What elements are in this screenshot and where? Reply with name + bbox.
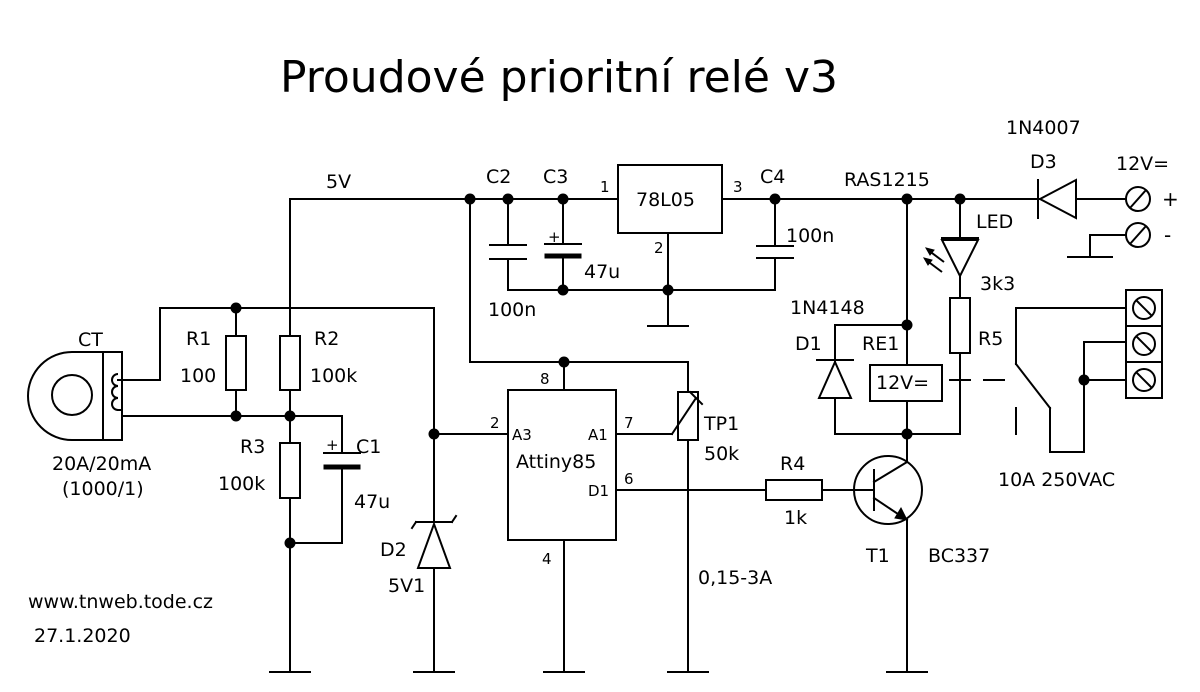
ct-ref: CT bbox=[78, 329, 103, 351]
regulator-pin-3: 3 bbox=[733, 178, 743, 196]
c2-symbol bbox=[489, 244, 527, 260]
d2-ref: D2 bbox=[380, 539, 407, 561]
r5-body bbox=[949, 297, 971, 354]
relay-ref: RE1 bbox=[862, 333, 899, 355]
attiny85-pin-8: 8 bbox=[540, 370, 550, 388]
svg-text:+: + bbox=[326, 436, 339, 454]
d1-value: 1N4148 bbox=[790, 297, 865, 319]
power-terminal-minus bbox=[1125, 222, 1151, 248]
d1-diode bbox=[816, 359, 854, 399]
c1-ref: C1 bbox=[356, 436, 381, 458]
c3-symbol: + bbox=[544, 228, 582, 259]
c4-symbol bbox=[756, 245, 794, 259]
tp1-value: 50k bbox=[704, 443, 739, 465]
website-text: www.tnweb.tode.cz bbox=[28, 591, 213, 613]
regulator-ref: 78L05 bbox=[636, 189, 695, 211]
attiny85-body bbox=[507, 389, 617, 541]
r3-value: 100k bbox=[218, 473, 265, 495]
led-ref: LED bbox=[976, 211, 1013, 233]
wires bbox=[121, 198, 1127, 673]
t1-ref: T1 bbox=[865, 545, 890, 567]
attiny85-pin-a1: A1 bbox=[588, 426, 608, 444]
c1-value: 47u bbox=[354, 491, 390, 513]
led-symbol bbox=[922, 237, 980, 279]
c4-value: 100n bbox=[786, 225, 834, 247]
r4-ref: R4 bbox=[780, 453, 805, 475]
supply-minus-label: - bbox=[1164, 223, 1171, 247]
supply-voltage-label: 12V= bbox=[1116, 153, 1169, 175]
r5-value: 3k3 bbox=[980, 273, 1015, 295]
t1-value: BC337 bbox=[928, 545, 990, 567]
net-5v-label: 5V bbox=[326, 171, 351, 193]
c3-value: 47u bbox=[584, 261, 620, 283]
r4-value: 1k bbox=[784, 507, 807, 529]
c1-symbol: + bbox=[323, 436, 361, 470]
regulator-pin-1: 1 bbox=[600, 178, 610, 196]
attiny85-pin-7: 7 bbox=[624, 414, 634, 432]
relay-part: RAS1215 bbox=[844, 169, 930, 191]
relay-coil-voltage: 12V= bbox=[876, 372, 929, 394]
relay-contact-rating: 10A 250VAC bbox=[998, 469, 1115, 491]
r3-ref: R3 bbox=[240, 436, 265, 458]
r5-ref: R5 bbox=[978, 328, 1003, 350]
c2-ref: C2 bbox=[486, 166, 511, 188]
attiny85-pin-2: 2 bbox=[490, 414, 500, 432]
r2-ref: R2 bbox=[314, 328, 339, 350]
supply-plus-label: + bbox=[1162, 187, 1179, 211]
r3-body bbox=[279, 442, 301, 499]
d3-diode bbox=[1035, 178, 1077, 220]
current-transformer bbox=[27, 351, 123, 441]
attiny85-pin-6: 6 bbox=[624, 470, 634, 488]
d1-ref: D1 bbox=[795, 333, 822, 355]
d3-ref: D3 bbox=[1030, 151, 1057, 173]
d2-value: 5V1 bbox=[388, 575, 425, 597]
d2-zener-diode bbox=[410, 514, 458, 569]
regulator-pin-2: 2 bbox=[654, 239, 664, 257]
date-text: 27.1.2020 bbox=[34, 625, 131, 647]
r4-body bbox=[765, 479, 823, 501]
regulator-body bbox=[617, 164, 723, 234]
r1-ref: R1 bbox=[186, 328, 211, 350]
c3-ref: C3 bbox=[543, 166, 568, 188]
attiny85-pin-a3: A3 bbox=[512, 426, 532, 444]
c4-ref: C4 bbox=[760, 166, 785, 188]
transistor-t1 bbox=[853, 455, 923, 525]
tp1-ref: TP1 bbox=[703, 413, 739, 435]
junction-dots bbox=[230, 193, 1090, 549]
relay-contact-arm bbox=[1014, 362, 1052, 410]
c2-value: 100n bbox=[488, 299, 536, 321]
trimmer-tp1 bbox=[670, 390, 704, 441]
r1-value: 100 bbox=[180, 365, 216, 387]
diagram-title: Proudové prioritní relé v3 bbox=[280, 52, 838, 103]
svg-text:+: + bbox=[548, 228, 561, 246]
attiny85-pin-4: 4 bbox=[542, 550, 552, 568]
power-terminal-plus bbox=[1125, 186, 1151, 212]
attiny85-ref: Attiny85 bbox=[516, 451, 596, 473]
r2-value: 100k bbox=[310, 365, 357, 387]
r2-body bbox=[279, 335, 301, 391]
attiny85-pin-d1: D1 bbox=[588, 482, 609, 500]
d3-value: 1N4007 bbox=[1006, 117, 1081, 139]
ct-ratio: (1000/1) bbox=[62, 478, 144, 500]
tp1-range: 0,15-3A bbox=[698, 567, 772, 589]
ct-rating: 20A/20mA bbox=[52, 453, 151, 475]
relay-terminal-block bbox=[1125, 289, 1163, 399]
relay-coil bbox=[869, 364, 943, 402]
r1-body bbox=[225, 335, 247, 391]
